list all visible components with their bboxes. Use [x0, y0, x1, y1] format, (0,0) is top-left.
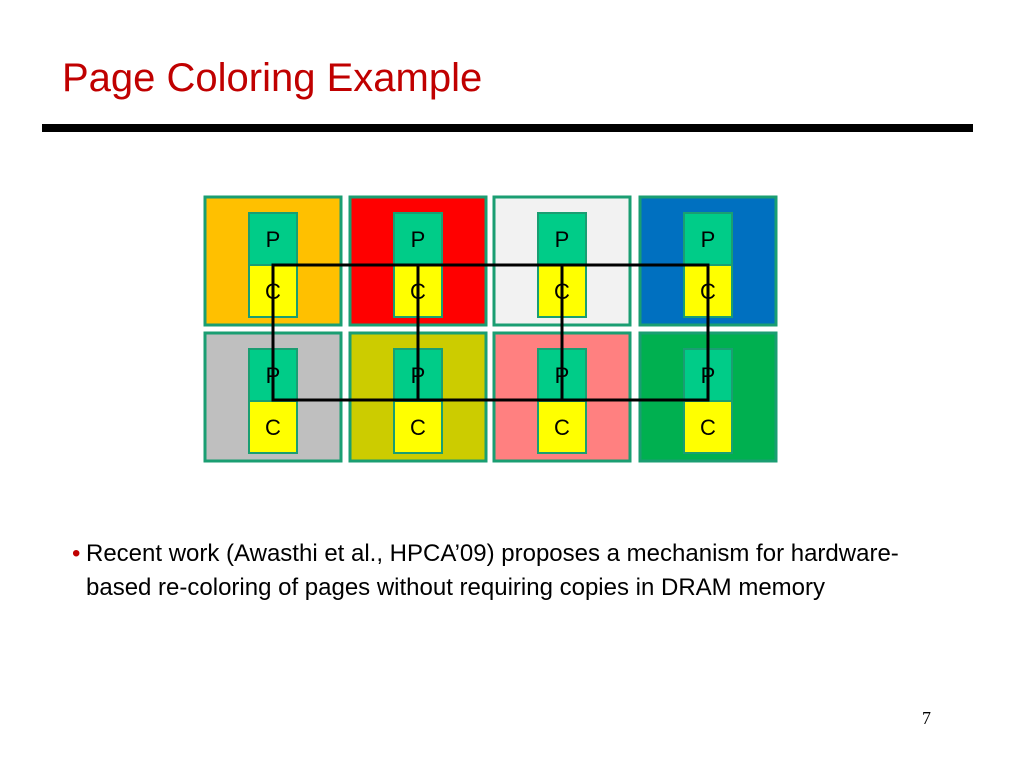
c-label: C [554, 415, 570, 440]
c-cell [683, 400, 733, 454]
p-label: P [266, 227, 281, 252]
p-label: P [555, 227, 570, 252]
page-number: 7 [922, 708, 931, 728]
c-cell [248, 400, 298, 454]
c-cell [537, 400, 587, 454]
bullet-marker: • [72, 540, 81, 567]
title-divider [42, 124, 973, 132]
c-label: C [700, 415, 716, 440]
slide-title: Page Coloring Example [62, 56, 483, 100]
outer-loop-line [271, 263, 710, 402]
p-cell [683, 212, 733, 266]
p-label: P [411, 227, 426, 252]
bullet-text: Recent work (Awasthi et al., HPCA’09) pr… [86, 540, 899, 601]
p-label: P [701, 227, 716, 252]
c-label: C [410, 415, 426, 440]
p-cell [248, 212, 298, 266]
p-cell [393, 212, 443, 266]
bullet-point: • Recent work (Awasthi et al., HPCA’09) … [72, 537, 942, 605]
connection-lines [271, 263, 710, 402]
c-label: C [265, 415, 281, 440]
c-cell [393, 400, 443, 454]
